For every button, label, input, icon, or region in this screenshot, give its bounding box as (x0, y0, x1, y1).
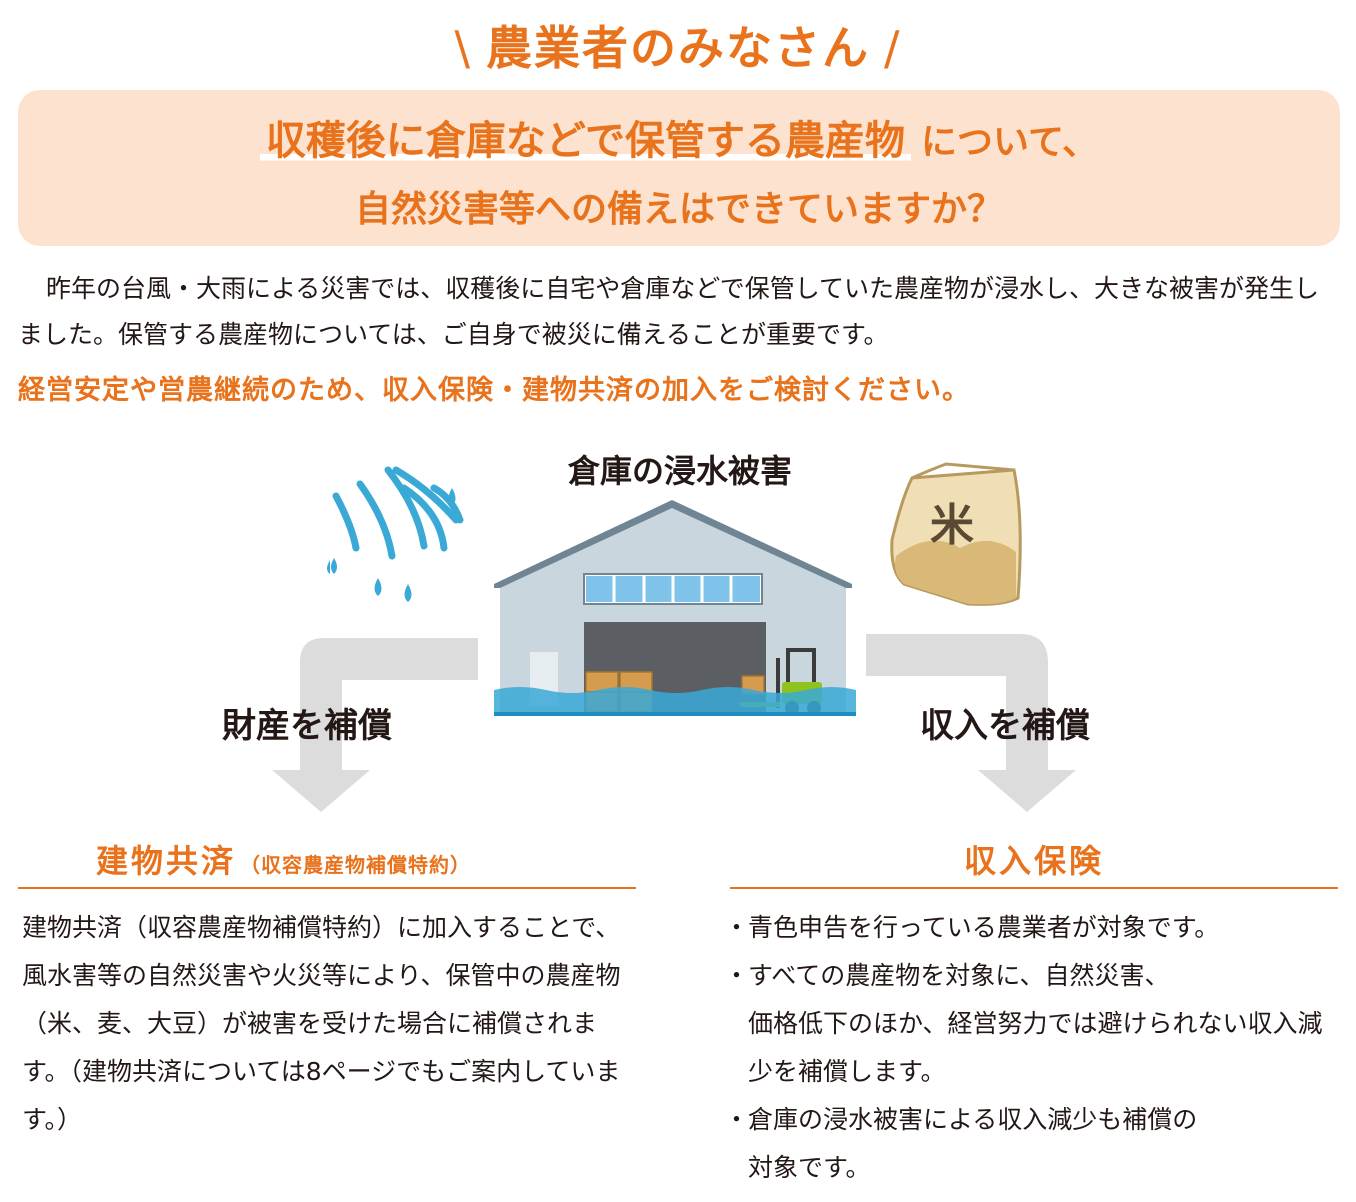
raindrops-icon (327, 488, 456, 602)
list-item-line: すべての農産物を対象に、自然災害、 (748, 961, 1170, 990)
building-mutual-aid-body: 建物共済（収容農産物補償特約）に加入することで、風水害等の自然災害や火災等により… (22, 913, 621, 1134)
page-heading: \ 農業者のみなさん / (0, 12, 1356, 78)
list-item: すべての農産物を対象に、自然災害、価格低下のほか、経営努力では避けられない収入減… (724, 952, 1340, 1096)
list-item-line: 青色申告を行っている農業者が対象です。 (748, 913, 1220, 942)
question-line-2: 自然災害等への備えはできていますか？ (354, 189, 1003, 230)
left-section-divider (18, 887, 636, 889)
building-mutual-aid-title-main: 建物共済 (96, 842, 237, 880)
list-item-continuation: 価格低下のほか、経営努力では避けられない収入減少を補償します。 (748, 1009, 1323, 1086)
building-mutual-aid-subtitle: （収容農産物補償特約） (240, 853, 472, 877)
warehouse-icon (494, 500, 856, 716)
heading-slash-right: / (884, 21, 902, 75)
branch-label-income: 収入を補償 (920, 706, 1090, 746)
question-highlight: 収穫後に倉庫などで保管する農産物 (259, 118, 912, 164)
list-item: 青色申告を行っている農業者が対象です。 (724, 904, 1340, 952)
list-item-line: 倉庫の浸水被害による収入減少も補償の (748, 1105, 1198, 1134)
rice-bag-label: 米 (930, 500, 974, 551)
heading-slash-left: \ (454, 21, 472, 75)
building-mutual-aid-title: 建物共済（収容農産物補償特約） (96, 836, 471, 882)
question-box: 収穫後に倉庫などで保管する農産物について、 自然災害等への備えはできていますか？ (18, 90, 1340, 246)
branch-label-property: 財産を補償 (222, 706, 392, 746)
income-insurance-title: 収入保険 (963, 842, 1104, 880)
diagram-title: 倉庫の浸水被害 (567, 452, 792, 490)
heading-text: 農業者のみなさん (486, 21, 870, 75)
list-item-continuation: 対象です。 (748, 1153, 871, 1182)
intro-paragraph: 昨年の台風・大雨による災害では、収穫後に自宅や倉庫などで保管していた農産物が浸水… (18, 274, 1320, 349)
right-section-divider (730, 887, 1338, 889)
income-insurance-list: 青色申告を行っている農業者が対象です。 すべての農産物を対象に、自然災害、価格低… (724, 904, 1340, 1192)
question-line-1-rest: について、 (921, 122, 1099, 163)
question-line-1: 収穫後に倉庫などで保管する農産物について、 (18, 108, 1340, 166)
call-to-action: 経営安定や営農継続のため、収入保険・建物共済の加入をご検討ください。 (18, 375, 970, 406)
